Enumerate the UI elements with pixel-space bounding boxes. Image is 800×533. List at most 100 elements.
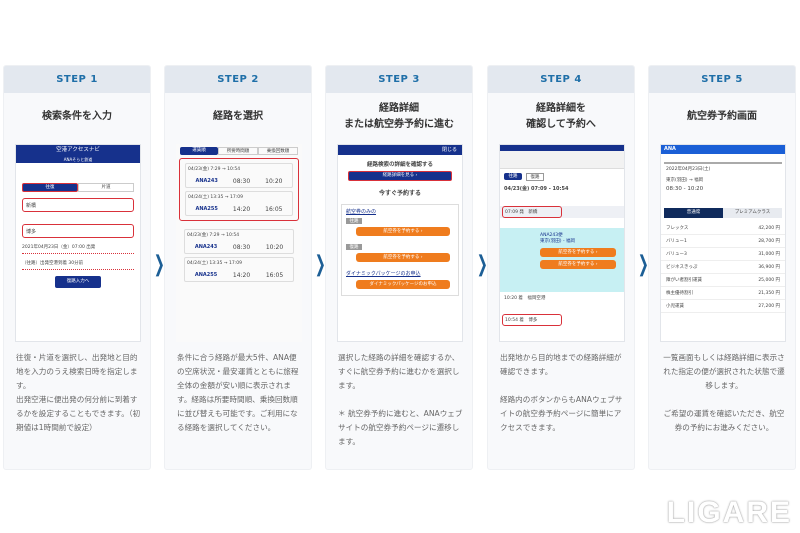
fare-name: バリュー1 xyxy=(666,239,687,244)
chevron-right-icon: ❯ xyxy=(153,252,165,277)
step-label: STEP 4 xyxy=(488,66,634,93)
route-time: 04/23(金) 07:09 - 10:54 xyxy=(504,186,569,192)
arr-time: 16:05 xyxy=(265,272,284,279)
step-card-2: STEP 2 経路を選択 運賃順 所要時間順 乗換回数順 04/23(金) 7:… xyxy=(164,65,312,470)
flight-no: ANA243 xyxy=(194,244,218,250)
stop-name: 博多 xyxy=(528,318,538,323)
book-flight-button[interactable]: 航空券を予約する › xyxy=(540,248,616,257)
step-description: 出発地から目的地までの経路詳細が確認できます。 経路内のボタンからもANAウェブ… xyxy=(500,353,623,432)
step-card-3: STEP 3 経路詳細 または航空券予約に進む 閉じる 経路検索の詳細を確認する… xyxy=(325,65,473,470)
step-label: STEP 1 xyxy=(4,66,150,93)
one-way-tab[interactable]: 片道 xyxy=(78,183,134,192)
fare-name: ビジネスきっぷ xyxy=(666,265,698,270)
fare-price: 25,000 円 xyxy=(758,278,780,283)
watermark: LIGARE xyxy=(666,496,792,529)
next-button[interactable]: 復路入力へ xyxy=(55,276,101,288)
economy-tab[interactable]: 普通席 xyxy=(664,208,723,218)
fare-row[interactable]: 障がい者割引運賃 25,000 円 xyxy=(661,274,785,287)
stop-name: 福岡空港 xyxy=(527,296,546,301)
step-description: 選択した経路の詳細を確認するか、すぐに航空券予約に進むかを選択します。 ＊ 航空… xyxy=(338,353,463,446)
flight-route: 東京(羽田) - 福岡 xyxy=(540,239,575,244)
book-package-button[interactable]: ダイナミックパッケージのお申込 xyxy=(356,280,450,289)
stop-time: 07:09 発 xyxy=(505,210,524,215)
book-flight-button[interactable]: 航空券を予約する › xyxy=(356,227,450,236)
book-flight-button[interactable]: 航空券を予約する › xyxy=(356,253,450,262)
step-description: 往復・片道を選択し、出発地と目的地を入力のうえ検索日時を指定します。 出発空港に… xyxy=(16,353,141,432)
fare-row[interactable]: 株主優待割引 21,350 円 xyxy=(661,287,785,300)
step-card-5: STEP 5 航空券予約画面 ANA 2022年04月23日(土) 東京(羽田)… xyxy=(648,65,796,470)
route-time: 04/24(土) 13:35 → 17:09 xyxy=(188,195,243,200)
sort-tab[interactable]: 所要時間順 xyxy=(218,147,258,155)
fare-price: 28,700 円 xyxy=(758,239,780,244)
step5-screenshot: ANA 2022年04月23日(土) 東京(羽田) → 福岡 08:30 - 1… xyxy=(660,144,786,342)
route-time: 04/24(土) 13:35 → 17:09 xyxy=(187,261,242,266)
fare-price: 27,200 円 xyxy=(758,304,780,309)
fare-price: 31,000 円 xyxy=(758,252,780,257)
fare-price: 21,350 円 xyxy=(758,291,780,296)
return-tab[interactable]: 復路 xyxy=(526,173,544,181)
chevron-right-icon: ❯ xyxy=(476,252,488,277)
step-description: 条件に合う経路が最大5件、ANA便の空席状況・最安運賃とともに旅程全体の金額が安… xyxy=(177,353,299,432)
step-title: 経路を選択 xyxy=(213,111,263,122)
fare-row[interactable]: バリュー1 28,700 円 xyxy=(661,235,785,248)
round-trip-tab[interactable]: 往復 xyxy=(22,183,78,192)
outbound-tab[interactable]: 往路 xyxy=(504,173,522,180)
fare-price: 36,900 円 xyxy=(758,265,780,270)
close-button[interactable]: 閉じる xyxy=(338,145,462,155)
stop-time: 10:54 着 xyxy=(505,318,524,323)
detail-heading: 経路検索の詳細を確認する xyxy=(366,162,433,168)
step-title: 航空券予約画面 xyxy=(687,111,757,122)
flight-no: ANA255 xyxy=(195,206,218,212)
step4-screenshot: 往路復路 04/23(金) 07:09 - 10:54 07:09 発 新橋 A… xyxy=(499,144,625,342)
package-title: ダイナミックパッケージのお申込 xyxy=(346,271,421,277)
date-field[interactable]: 2021年04月23日（金）07:00 出発 xyxy=(22,244,134,254)
fare-price: 42,200 円 xyxy=(758,226,780,231)
ana-logo: ANA xyxy=(661,145,785,154)
arrival-option[interactable]: （往路）出発空港到着 30分前 xyxy=(22,260,134,270)
fare-row[interactable]: ビジネスきっぷ 36,900 円 xyxy=(661,261,785,274)
outbound-tag: 往路 xyxy=(346,218,362,224)
book-flight-button[interactable]: 航空券を予約する › xyxy=(540,260,616,269)
dep-time: 14:20 xyxy=(232,206,251,213)
view-detail-button[interactable]: 経路詳細を見る › xyxy=(348,171,452,181)
arr-time: 10:20 xyxy=(265,178,283,185)
stop-time: 10:20 着 xyxy=(504,296,523,301)
section-title: 航空券のみの xyxy=(346,209,377,215)
fare-name: 小児運賃 xyxy=(666,304,684,309)
step-title: 経路詳細 または航空券予約に進む xyxy=(344,103,454,130)
return-tag: 復路 xyxy=(346,244,362,250)
app-title: 空港アクセスナビ xyxy=(56,147,100,153)
premium-tab[interactable]: プレミアムクラス xyxy=(723,208,782,218)
step-title: 経路詳細を 確認して予約へ xyxy=(526,103,596,130)
fare-name: フレックス xyxy=(666,226,689,231)
sort-tab[interactable]: 乗換回数順 xyxy=(258,147,298,155)
step-label: STEP 5 xyxy=(649,66,795,93)
origin-input[interactable]: 新橋 xyxy=(22,198,134,212)
sort-tabs: 運賃順 所要時間順 乗換回数順 xyxy=(180,147,298,155)
step-description: 一覧画面もしくは経路詳細に表示された指定の便が選択された状態で遷移します。 ご希… xyxy=(663,353,785,432)
dep-time: 14:20 xyxy=(232,272,251,279)
chevron-right-icon: ❯ xyxy=(314,252,326,277)
dep-time: 08:30 xyxy=(232,178,251,185)
flight-no: ANA255 xyxy=(194,272,218,278)
fare-row[interactable]: 小児運賃 27,200 円 xyxy=(661,300,785,313)
step-card-4: STEP 4 経路詳細を 確認して予約へ 往路復路 04/23(金) 07:09… xyxy=(487,65,635,470)
flight-no: ANA243便 xyxy=(540,233,563,238)
sort-tab[interactable]: 運賃順 xyxy=(180,147,218,155)
arr-time: 16:05 xyxy=(265,206,283,213)
fare-name: 障がい者割引運賃 xyxy=(666,278,702,283)
flight-date: 2022年04月23日(土) xyxy=(664,162,782,174)
fare-name: 株主優待割引 xyxy=(666,291,693,296)
destination-input[interactable]: 博多 xyxy=(22,224,134,238)
route-time: 04/23(金) 7:29 → 10:54 xyxy=(188,167,241,172)
fare-row[interactable]: フレックス 42,200 円 xyxy=(661,222,785,235)
